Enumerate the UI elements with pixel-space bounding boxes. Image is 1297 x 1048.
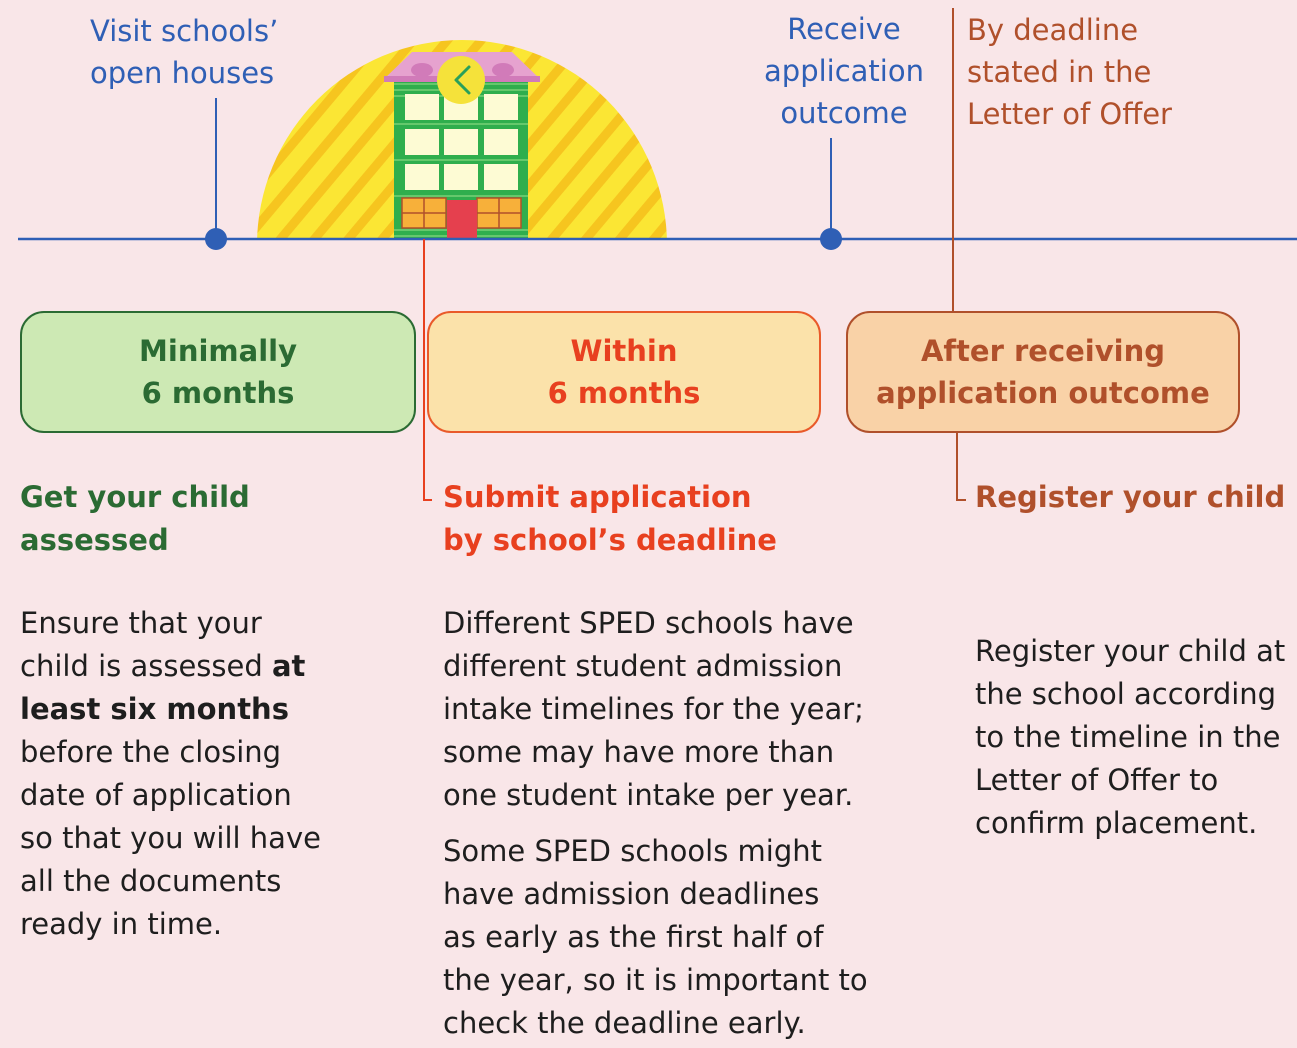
assess-text-bold: at least six months (20, 649, 306, 726)
submit-description: Different SPED schools have different st… (443, 602, 868, 1045)
box-label: Within 6 months (547, 334, 701, 410)
assess-description: Ensure that your child is assessed at le… (20, 602, 321, 946)
submit-paragraph-1: Different SPED schools have different st… (443, 606, 864, 812)
receive-outcome-dot (820, 228, 842, 250)
chevron-left-icon (437, 56, 485, 104)
receive-outcome-label: Receive application outcome (764, 12, 924, 130)
register-heading: Register your child (975, 480, 1286, 514)
box-label: Minimally 6 months (139, 334, 297, 410)
within-6-months-box: Within 6 months (427, 311, 821, 433)
assess-text-part: before the closing date of application s… (20, 735, 321, 941)
assess-heading: Get your child assessed (20, 480, 250, 557)
minimally-6-months-box: Minimally 6 months (20, 311, 416, 433)
assess-text-part: Ensure that your child is assessed (20, 606, 263, 683)
open-houses-dot (205, 228, 227, 250)
register-description: Register your child at the school accord… (975, 634, 1286, 840)
register-connector (956, 433, 966, 501)
submit-paragraph-2: Some SPED schools might have admission d… (443, 834, 868, 1040)
after-outcome-box: After receiving application outcome (846, 311, 1240, 433)
open-houses-label: Visit schools’ open houses (90, 14, 279, 90)
box-label: After receiving application outcome (876, 334, 1210, 410)
deadline-label: By deadline stated in the Letter of Offe… (967, 13, 1172, 131)
submit-connector (423, 239, 432, 501)
submit-heading: Submit application by school’s deadline (443, 480, 777, 557)
